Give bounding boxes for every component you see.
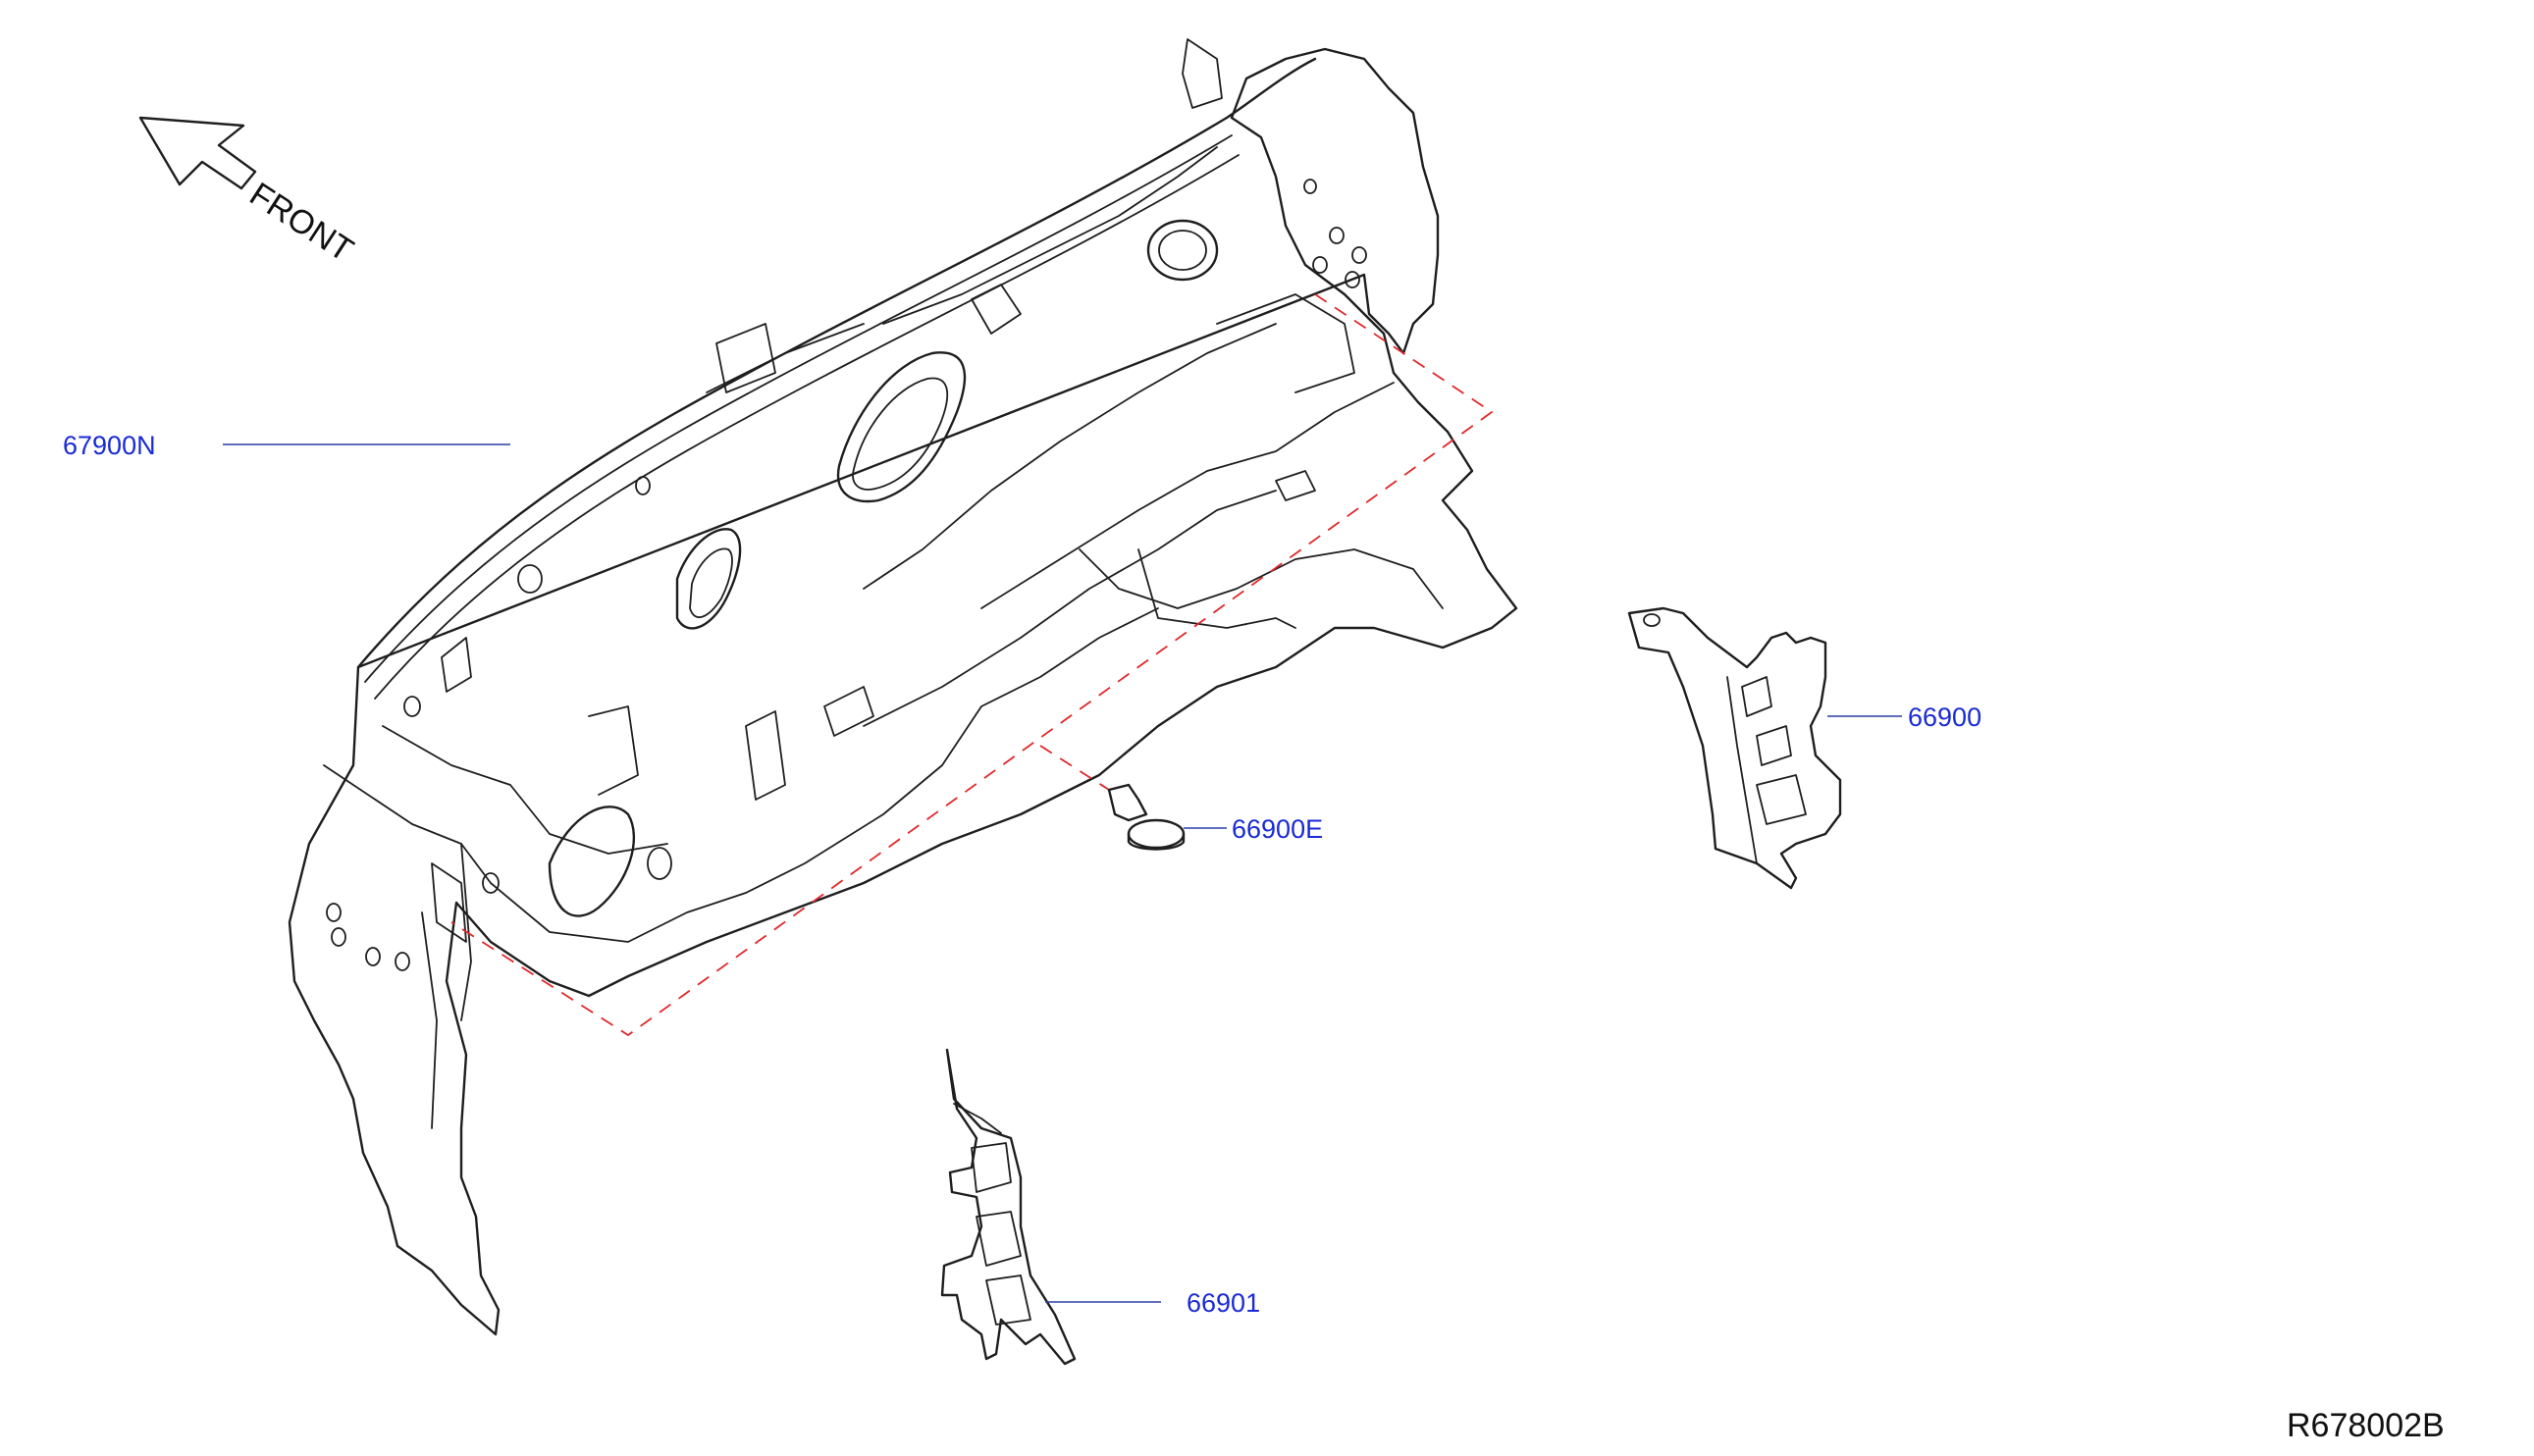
callout-67900N: 67900N <box>63 431 156 460</box>
front-arrow-icon <box>138 116 257 190</box>
right-insulator-part <box>1627 606 1842 890</box>
clip-part <box>1107 783 1186 851</box>
callout-66900: 66900 <box>1908 702 1981 732</box>
dash-insulator-part <box>288 38 1518 1336</box>
left-insulator-part <box>940 1048 1077 1366</box>
dashed-guide-lines <box>450 293 1494 1037</box>
reference-code: R678002B <box>2287 1407 2445 1444</box>
callout-66901: 66901 <box>1187 1288 1260 1318</box>
front-label: FRONT <box>243 176 360 270</box>
callout-66900E: 66900E <box>1232 814 1323 844</box>
